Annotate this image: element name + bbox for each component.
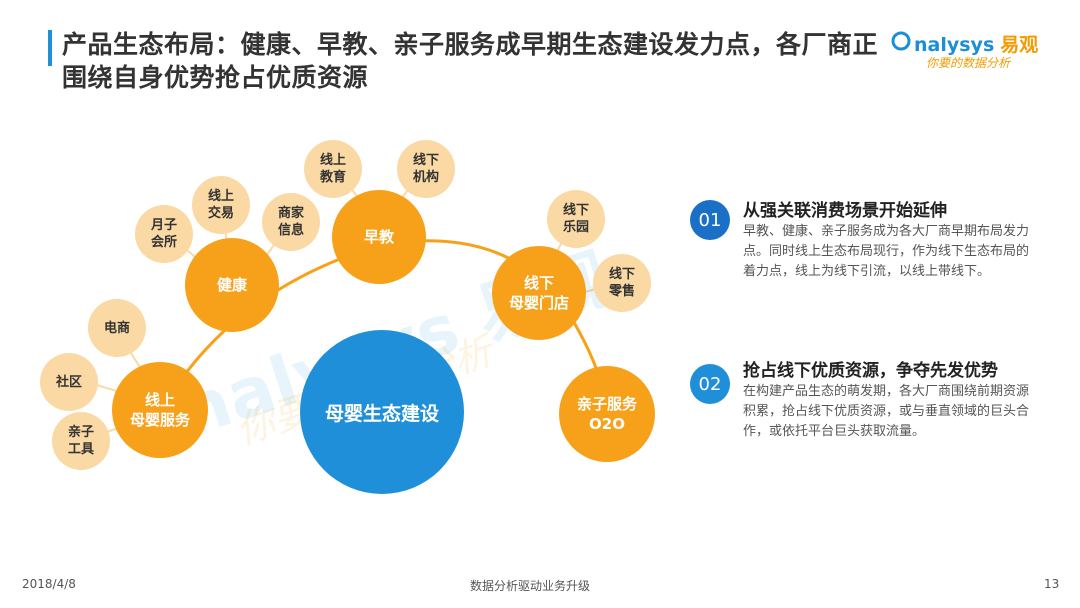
footer-page-number: 13 [1044, 577, 1060, 591]
logo-brand-cn: 易观 [1000, 34, 1039, 56]
point-01-badge: 01 [690, 200, 730, 240]
point-02-desc: 在构建产品生态的萌发期，各大厂商围绕前期资源积累，抢占线下优质资源，或与垂直领域… [743, 384, 1030, 439]
leaf-community: 社区 [40, 353, 98, 411]
leaf-ecommerce: 电商 [88, 299, 146, 357]
leaf-confinement: 月子 会所 [135, 205, 193, 263]
point-02-badge: 02 [690, 364, 730, 404]
title-accent-bar [48, 30, 52, 66]
point-02-title: 抢占线下优质资源，争夺先发优势 [743, 361, 998, 381]
hub-offline-store: 线下 母婴门店 [492, 246, 586, 340]
logo-a-icon [891, 31, 911, 51]
logo-brand-text: nalysys [914, 34, 995, 56]
hub-online-maternal: 线上 母婴服务 [112, 362, 208, 458]
leaf-parent-tools: 亲子 工具 [52, 412, 110, 470]
footer-center-text: 数据分析驱动业务升级 [470, 579, 591, 593]
leaf-offline-org: 线下 机构 [397, 140, 455, 198]
hub-parent-o2o: 亲子服务 O2O [559, 366, 655, 462]
point-01-title: 从强关联消费场景开始延伸 [743, 201, 947, 221]
hub-early-edu: 早教 [332, 190, 426, 284]
logo-tagline: 你要的数据分析 [926, 56, 1011, 70]
point-01-desc: 早教、健康、亲子服务成为各大厂商早期布局发力点。同时线上生态布局现行，作为线下生… [743, 224, 1030, 279]
leaf-online-edu: 线上 教育 [304, 140, 362, 198]
leaf-offline-park: 线下 乐园 [547, 190, 605, 248]
footer-date: 2018/4/8 [22, 577, 76, 591]
hub-health: 健康 [185, 238, 279, 332]
leaf-offline-retail: 线下 零售 [593, 254, 651, 312]
leaf-merchant-info: 商家 信息 [262, 193, 320, 251]
leaf-online-trade: 线上 交易 [192, 176, 250, 234]
center-maternal-ecosystem: 母婴生态建设 [300, 330, 464, 494]
page-title: 产品生态布局：健康、早教、亲子服务成早期生态建设发力点，各厂商正围绕自身优势抢占… [62, 30, 879, 92]
